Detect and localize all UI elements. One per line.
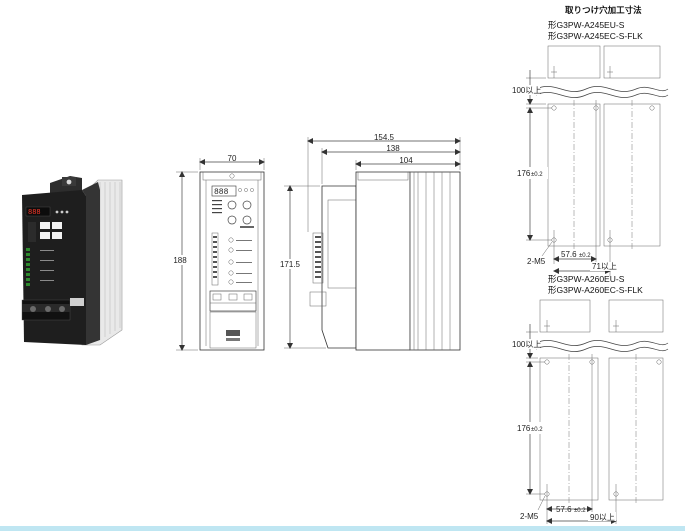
mount-a-hole-pitch-tol: ±0.2: [531, 172, 543, 178]
depth-total-label: 154.5: [374, 133, 395, 142]
depth-fin-label: 104: [399, 156, 413, 165]
mount-a-hole-pitch: 176: [517, 169, 531, 178]
mount-b-clearance: 100以上: [512, 340, 541, 349]
mount-a-clearance: 100以上: [512, 86, 541, 95]
svg-text:888: 888: [28, 209, 41, 217]
side-view: [309, 171, 461, 351]
footer-bar: [0, 526, 685, 531]
depth-mid-label: 138: [386, 144, 400, 153]
model-a-line-1: 形G3PW-A245EU-S: [548, 20, 625, 30]
mount-a-spacing-tol: ±0.2: [579, 253, 591, 259]
mount-b-screw: 2-M5: [520, 512, 539, 521]
front-width-dimension: 70: [199, 154, 265, 170]
model-a-line-2: 形G3PW-A245EC-S-FLK: [548, 31, 643, 41]
mount-a-spacing: 57.6: [561, 250, 577, 259]
mount-a-min-pitch: 71以上: [592, 262, 617, 271]
product-photo: 888: [21, 176, 123, 346]
depth-mid-dimension: 138: [321, 144, 461, 184]
mount-a-screw: 2-M5: [527, 257, 546, 266]
front-view: 888: [199, 171, 265, 351]
mount-b-spacing: 57.6: [556, 505, 572, 514]
front-height-dimension: 188: [171, 171, 198, 351]
mount-a-drawing: 100以上 176 ±0.2 2-M5 57.6 ±0.2 71以上: [510, 45, 669, 276]
svg-text:888: 888: [214, 188, 229, 197]
front-width-label: 70: [228, 154, 237, 163]
mount-b-min-pitch: 90以上: [590, 513, 615, 522]
mount-b-hole-pitch-tol: ±0.2: [531, 427, 543, 433]
model-b-line-2: 形G3PW-A260EC-S-FLK: [548, 285, 643, 295]
side-height-dimension: 171.5: [277, 185, 326, 349]
side-height-label: 171.5: [280, 260, 301, 269]
mount-b-drawing: 100以上 176 ±0.2 2-M5 57.6 ±0.2 90以上: [510, 299, 669, 524]
depth-fin-dimension: 104: [355, 156, 461, 170]
front-height-label: 188: [173, 256, 187, 265]
mount-b-hole-pitch: 176: [517, 424, 531, 433]
mount-b-spacing-tol: ±0.2: [574, 508, 586, 514]
mounting-holes-title: 取りつけ穴加工寸法: [565, 5, 642, 15]
model-b-line-1: 形G3PW-A260EU-S: [548, 274, 625, 284]
